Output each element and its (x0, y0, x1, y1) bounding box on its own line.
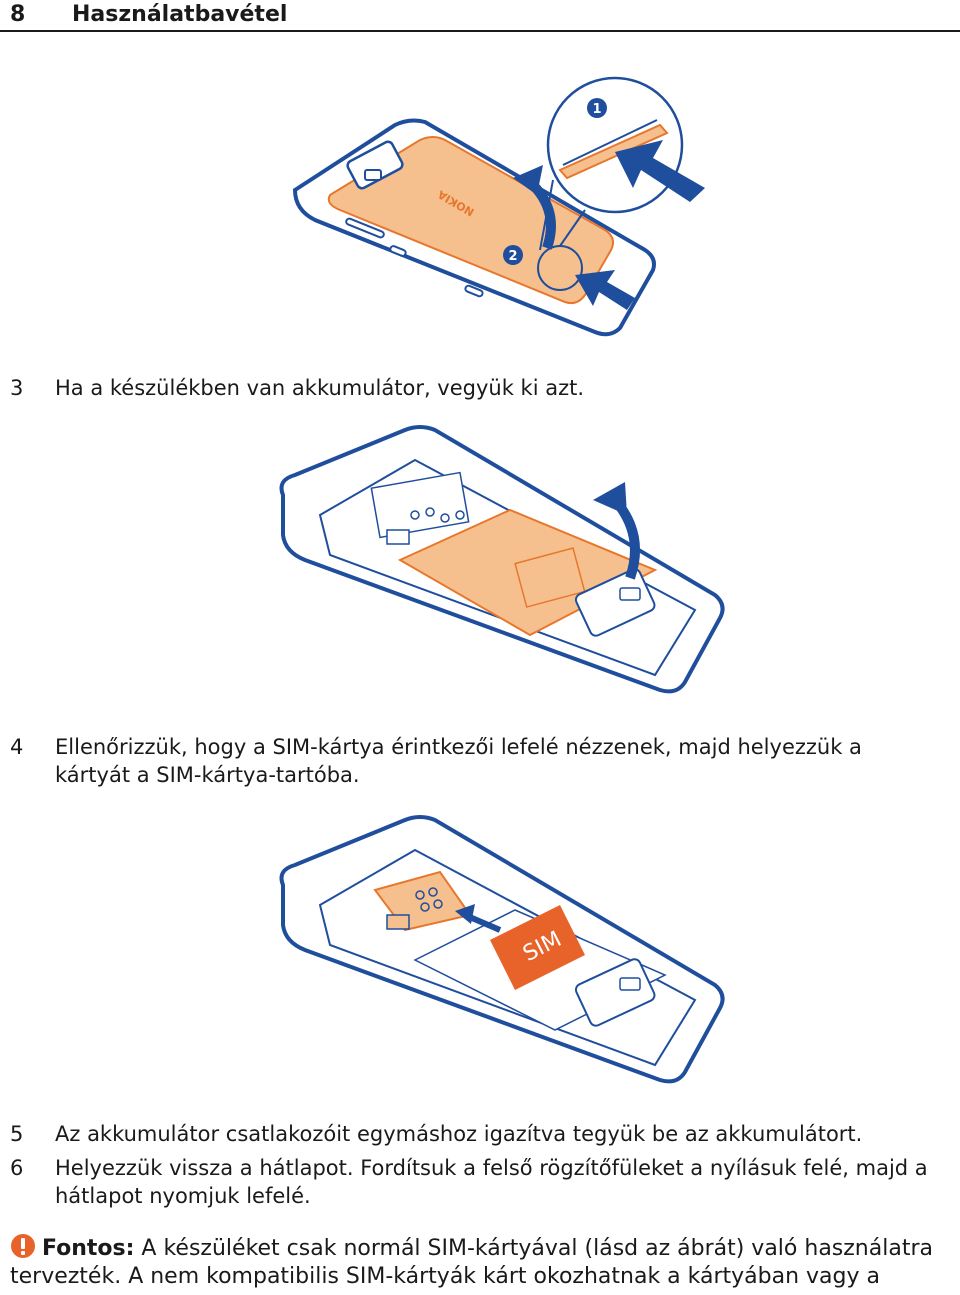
note-label: Fontos: (42, 1236, 135, 1261)
step-text: Ellenőrizzük, hogy a SIM-kártya érintkez… (55, 735, 862, 787)
step-text: Ha a készülékben van akkumulátor, vegyük… (55, 376, 585, 400)
sim-insertion-illustration: SIM (279, 815, 725, 1084)
battery-removal-illustration (279, 425, 725, 694)
page-number: 8 (10, 2, 26, 27)
step-number: 4 (10, 735, 24, 759)
page-header: 8 Használatbavétel (0, 0, 960, 32)
step-text: Helyezzük vissza a hátlapot. Fordítsuk a… (55, 1156, 928, 1208)
step-number: 6 (10, 1156, 24, 1180)
callout-2: 2 (508, 249, 517, 264)
back-cover-removal-illustration: NOKIA 2 1 (292, 76, 705, 337)
section-title: Használatbavétel (72, 2, 288, 27)
note-text: A készüléket csak normál SIM-kártyával (… (10, 1236, 933, 1289)
step-number: 5 (10, 1122, 24, 1146)
important-note: Fontos: A készüléket csak normál SIM-kár… (10, 1233, 950, 1291)
callout-1: 1 (592, 102, 601, 117)
step-text: Az akkumulátor csatlakozóit egymáshoz ig… (55, 1122, 863, 1146)
warning-icon (11, 1234, 35, 1258)
step-number: 3 (10, 376, 24, 400)
